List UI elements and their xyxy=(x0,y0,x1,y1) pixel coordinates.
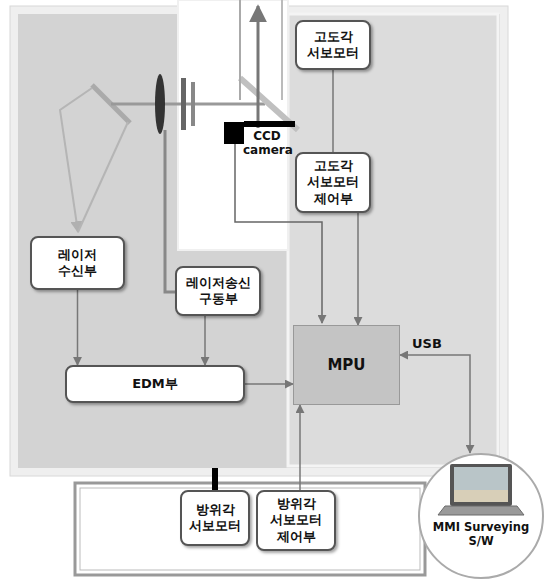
box-text: 고도각 서보모터 xyxy=(302,29,364,62)
base-housing xyxy=(75,483,425,575)
edge-label: USB xyxy=(412,336,442,352)
optical-plate xyxy=(191,82,195,126)
beam xyxy=(111,103,265,106)
connector xyxy=(357,213,359,325)
box-text: 고도각 서보모터 제어부 xyxy=(302,158,364,207)
lens xyxy=(155,74,165,134)
box-text: MMI Surveying S/W xyxy=(427,520,535,549)
controller-box: 방위각 서보모터 제어부 xyxy=(256,490,336,551)
box-text: MPU xyxy=(327,356,365,375)
receiver-box: 레이저 수신부 xyxy=(30,236,125,290)
box-text: 레이저 수신부 xyxy=(37,247,118,280)
outgoing-beam xyxy=(257,6,260,128)
beam xyxy=(281,0,283,100)
screen-beach xyxy=(454,490,508,502)
servo-motor-box: 방위각 서보모터 xyxy=(180,490,250,546)
box-text: 방위각 서보모터 제어부 xyxy=(263,496,329,545)
laptop-base xyxy=(438,506,524,515)
box-text: EDM부 xyxy=(132,376,178,392)
edm-box: EDM부 xyxy=(65,365,245,403)
beam xyxy=(239,0,241,100)
circle-shape xyxy=(419,454,543,578)
camera-label: CCD camera xyxy=(243,129,291,158)
controller-box: 고도각 서보모터 제어부 xyxy=(295,152,371,213)
connector xyxy=(400,355,470,453)
body-right-region xyxy=(288,14,498,466)
light-path xyxy=(78,122,128,232)
optical-plate xyxy=(181,78,186,130)
servo-motor-box: 고도각 서보모터 xyxy=(295,20,371,70)
mpu-box: MPU xyxy=(293,325,400,405)
ccd-camera-symbol xyxy=(224,122,244,144)
connector xyxy=(299,405,301,490)
laser-wire xyxy=(165,130,175,292)
connector xyxy=(245,383,293,385)
connector xyxy=(77,290,79,365)
camera-mount xyxy=(244,121,295,127)
laptop-screen xyxy=(454,467,508,502)
driver-box: 레이저송신 구동부 xyxy=(175,266,261,316)
connector xyxy=(204,316,206,365)
base-housing-inner xyxy=(80,488,420,570)
connector xyxy=(332,70,334,152)
circle-outline xyxy=(417,452,545,580)
beam-splitter xyxy=(240,78,298,130)
azimuth-shaft xyxy=(212,468,218,490)
software-circle: MMI Surveying S/W xyxy=(417,452,545,580)
laptop-lid xyxy=(450,464,512,506)
box-text: 레이저송신 구동부 xyxy=(182,275,254,308)
box-text: 방위각 서보모터 xyxy=(187,502,243,535)
